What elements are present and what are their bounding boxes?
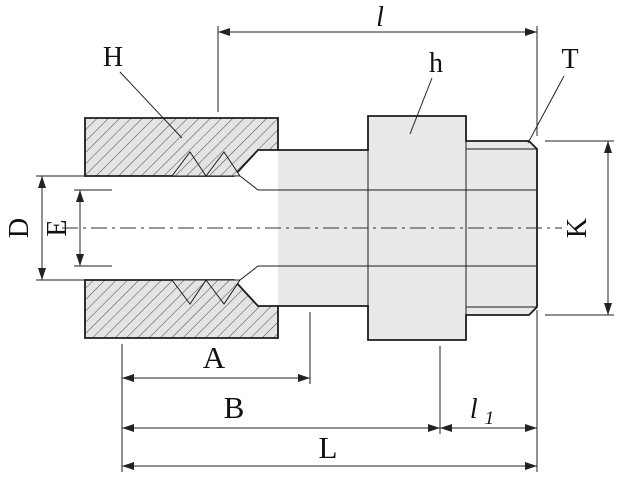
leader-h <box>409 77 433 135</box>
label-l1-sub: 1 <box>485 408 495 429</box>
callout-h: h <box>409 48 443 135</box>
dimension-E: E <box>42 189 112 267</box>
dimension-A: A <box>122 312 311 384</box>
label-K: K <box>562 218 593 238</box>
label-h: h <box>429 48 443 79</box>
label-H: H <box>103 42 123 73</box>
fitting-geometry <box>62 115 562 341</box>
bore-step-top <box>239 175 259 191</box>
label-L: L <box>319 430 338 465</box>
body-outline <box>278 116 537 340</box>
dimension-K: K <box>545 140 614 316</box>
dimension-l: l <box>217 2 538 136</box>
callout-T: T <box>527 44 579 144</box>
label-B: B <box>224 390 245 425</box>
dimension-l1: l 1 <box>440 394 537 432</box>
label-l1-base: l <box>470 394 478 425</box>
label-A: A <box>203 340 226 375</box>
label-l: l <box>376 2 384 33</box>
callout-H: H <box>103 42 183 139</box>
label-E: E <box>42 219 73 236</box>
dimension-L: L <box>121 310 538 472</box>
dimension-B: B <box>122 346 441 434</box>
leader-H <box>119 71 183 139</box>
leader-T <box>527 75 565 144</box>
label-T: T <box>561 44 578 75</box>
label-D: D <box>4 218 35 238</box>
label-l1: l 1 <box>470 394 494 429</box>
bore-step-bottom <box>239 265 259 281</box>
dimension-D: D <box>4 175 85 281</box>
